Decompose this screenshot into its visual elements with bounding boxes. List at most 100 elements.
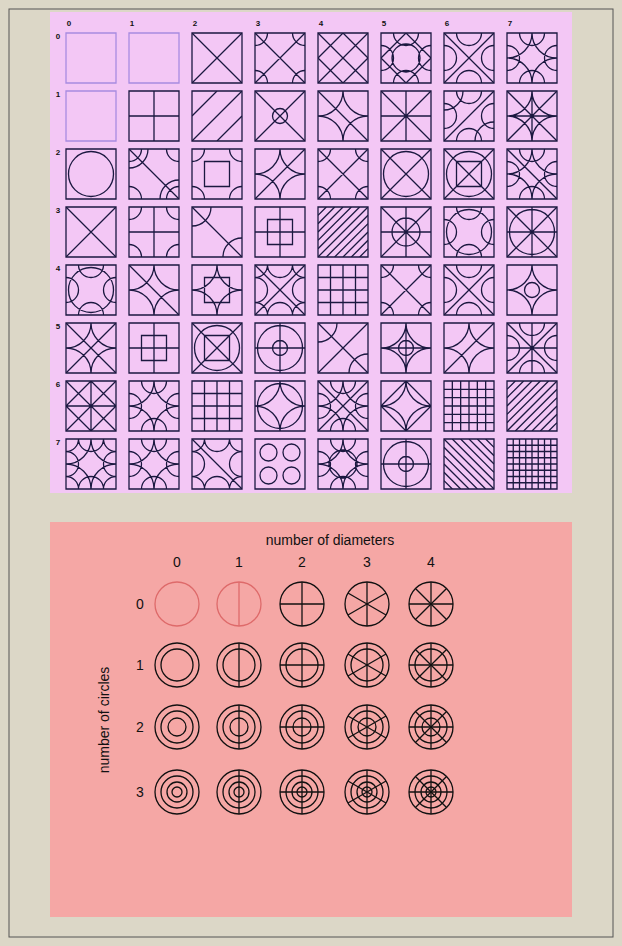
diameter-line xyxy=(280,664,324,665)
tile-border xyxy=(192,149,242,199)
row-number: 3 xyxy=(56,207,60,215)
tile-border xyxy=(255,381,305,431)
tile-pattern xyxy=(318,265,368,315)
tile-border xyxy=(507,439,557,489)
pattern-tile xyxy=(255,439,305,489)
tile-pattern xyxy=(444,439,494,489)
tile-border xyxy=(444,33,494,83)
tile-border xyxy=(129,33,179,83)
tile-border xyxy=(66,323,116,373)
circle-glyph xyxy=(217,770,261,814)
outer-circle xyxy=(155,582,199,626)
diameter-line xyxy=(238,582,239,626)
pattern-tile xyxy=(66,207,116,257)
row-number: 6 xyxy=(56,381,60,389)
circle-glyph xyxy=(345,643,389,687)
tile-pattern xyxy=(444,149,494,199)
tile-pattern xyxy=(507,439,557,489)
tile-border xyxy=(66,91,116,141)
pattern-tile xyxy=(255,91,305,141)
tile-border xyxy=(192,381,242,431)
circle-glyph xyxy=(155,643,199,687)
tile-pattern xyxy=(255,91,305,141)
pattern-tile xyxy=(495,311,570,386)
tile-border xyxy=(66,149,116,199)
column-number: 7 xyxy=(508,20,512,28)
tile-pattern xyxy=(444,323,494,373)
tile-border xyxy=(255,91,305,141)
pattern-tile xyxy=(444,149,494,199)
diameter-line xyxy=(415,649,446,680)
column-number: 3 xyxy=(256,20,260,28)
circle-grid xyxy=(155,582,453,814)
tile-pattern xyxy=(255,33,305,83)
pattern-tile xyxy=(192,33,242,83)
tile-border xyxy=(66,439,116,489)
tile-panel xyxy=(50,12,572,493)
circle-panel xyxy=(50,522,572,917)
outer-circle xyxy=(155,770,199,814)
tile-pattern xyxy=(129,439,179,489)
pattern-tile xyxy=(369,21,444,96)
pattern-tile xyxy=(41,414,141,514)
tile-border xyxy=(318,91,368,141)
tile-border xyxy=(255,149,305,199)
tile-border xyxy=(129,439,179,489)
outer-circle xyxy=(345,705,389,749)
column-number: 4 xyxy=(427,555,435,569)
tile-border xyxy=(192,265,242,315)
pattern-tile xyxy=(444,381,494,431)
tile-pattern xyxy=(318,207,368,257)
tile-border xyxy=(129,265,179,315)
tile-pattern xyxy=(318,323,368,373)
outer-circle xyxy=(217,582,261,626)
outer-circle xyxy=(217,770,261,814)
outer-circle xyxy=(280,705,324,749)
diameter-line xyxy=(348,716,386,738)
circle-glyph xyxy=(217,582,261,626)
circle-glyph xyxy=(280,582,324,626)
outer-circle xyxy=(409,770,453,814)
circle-glyph xyxy=(409,643,453,687)
tile-pattern xyxy=(192,33,242,83)
tile-border xyxy=(381,207,431,257)
tile-pattern xyxy=(129,91,179,141)
tile-border xyxy=(381,381,431,431)
tile-border xyxy=(129,91,179,141)
tile-border xyxy=(318,33,368,83)
tile-border xyxy=(129,149,179,199)
diameter-line xyxy=(280,791,324,792)
circle-glyph xyxy=(217,643,261,687)
tile-pattern xyxy=(318,381,368,431)
tile-pattern xyxy=(129,381,179,431)
pattern-tile xyxy=(432,195,507,270)
column-number: 0 xyxy=(173,555,181,569)
tile-border xyxy=(318,439,368,489)
diameter-line xyxy=(348,593,386,615)
circle-glyph xyxy=(155,705,199,749)
tile-pattern xyxy=(129,149,179,199)
tile-pattern xyxy=(66,207,116,257)
outer-circle xyxy=(345,643,389,687)
row-number: 4 xyxy=(56,265,60,273)
pattern-tile xyxy=(507,207,557,257)
row-number: 2 xyxy=(56,149,60,157)
tile-border xyxy=(444,381,494,431)
inner-circle xyxy=(161,711,193,743)
outer-circle xyxy=(409,582,453,626)
pattern-tile xyxy=(381,439,431,489)
tile-pattern xyxy=(381,323,431,373)
tile-border xyxy=(381,91,431,141)
pattern-tile xyxy=(507,381,557,431)
pattern-tile xyxy=(293,66,393,166)
pattern-tile xyxy=(117,195,192,270)
outer-circle xyxy=(280,582,324,626)
outer-circle xyxy=(155,643,199,687)
axis-title: number of circles xyxy=(97,667,111,774)
row-number: 7 xyxy=(56,439,60,447)
tile-pattern xyxy=(381,149,431,199)
row-number: 3 xyxy=(136,785,144,799)
tile-pattern xyxy=(318,33,368,83)
pattern-tile xyxy=(192,323,242,373)
